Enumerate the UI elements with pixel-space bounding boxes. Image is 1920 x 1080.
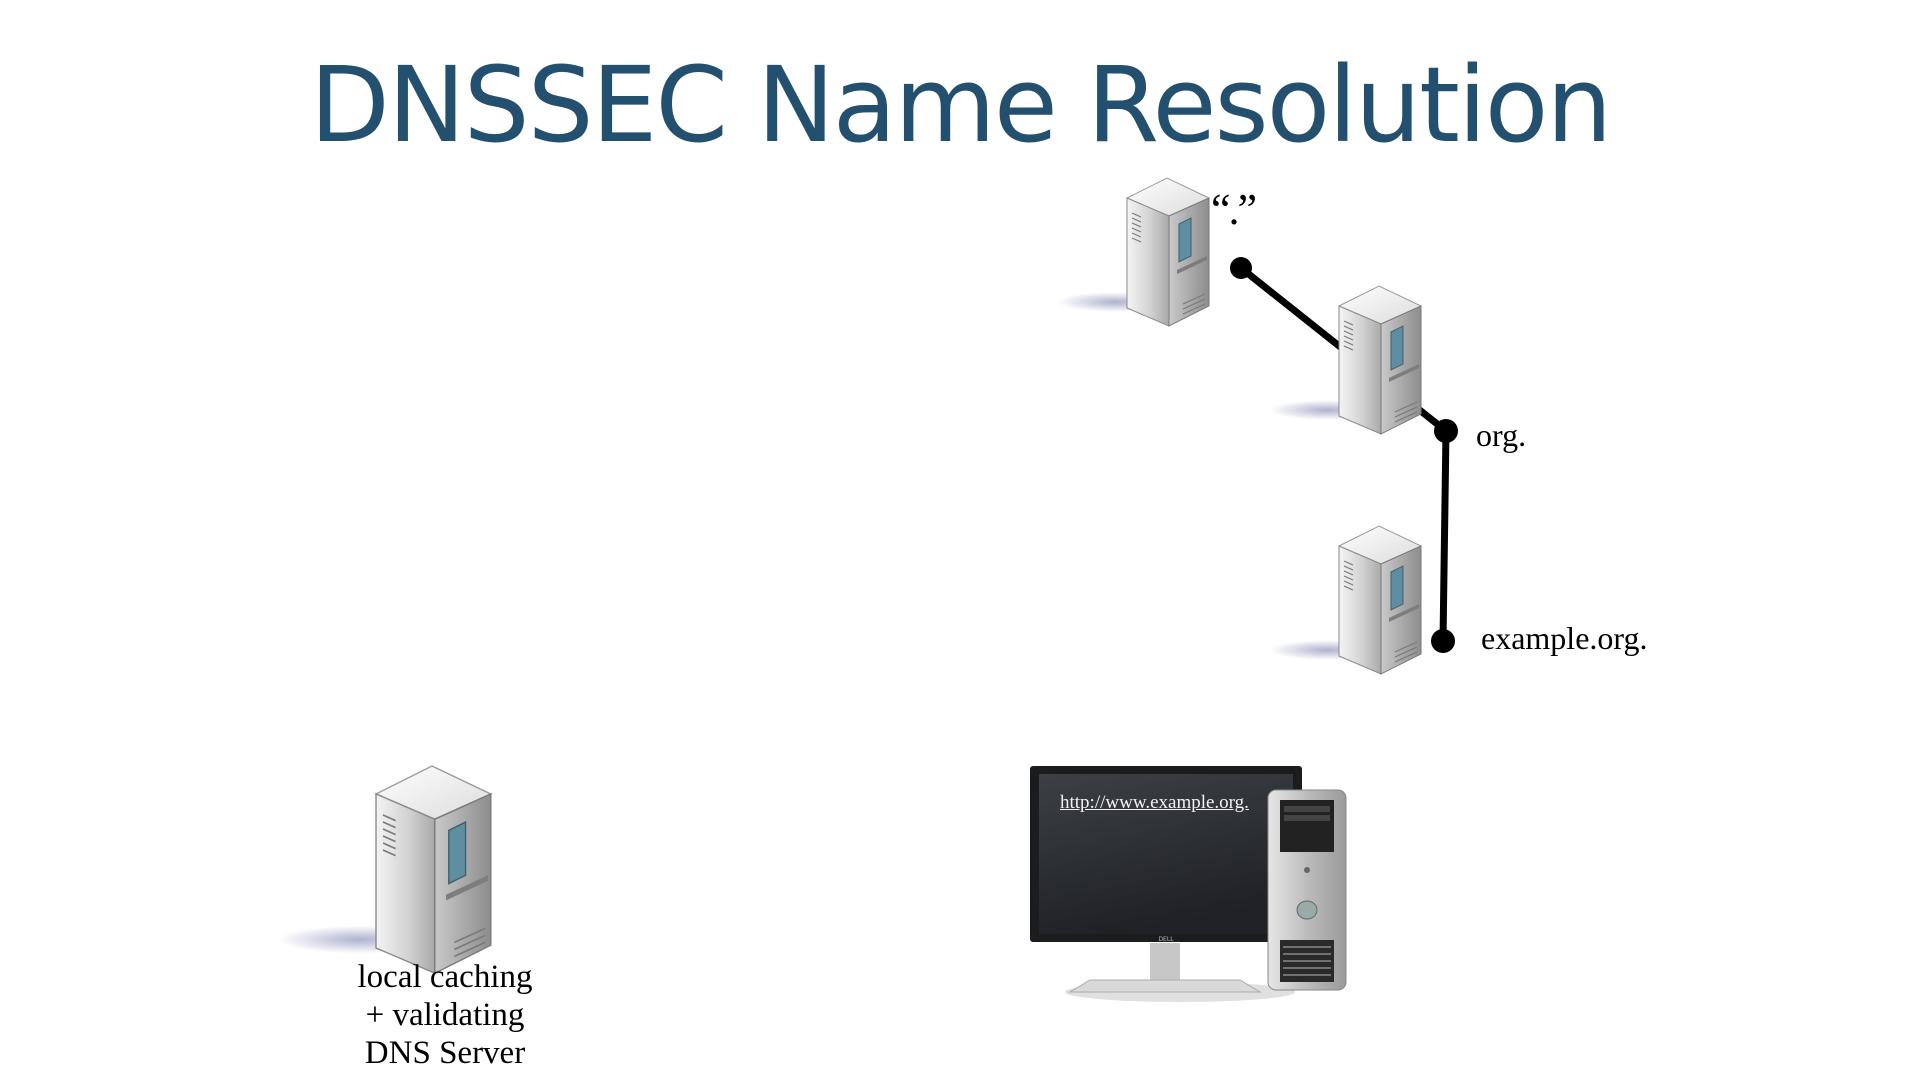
local-dns-label-line: local caching (357, 959, 533, 995)
client-workstation: DELL (1030, 766, 1347, 1002)
root-dot (1230, 257, 1252, 279)
local-dns-label: local caching + validating DNS Server (300, 958, 590, 1072)
local-dns-server (277, 765, 492, 975)
org-zone-label: org. (1476, 417, 1527, 453)
local-dns-label-line: DNS Server (364, 1035, 526, 1071)
link-org-example (1439, 427, 1450, 645)
monitor-screen (1039, 774, 1293, 934)
example-dot (1431, 629, 1455, 653)
local-dns-label-line: + validating (365, 997, 525, 1033)
monitor-neck (1150, 943, 1180, 983)
page-title: DNSSEC Name Resolution (309, 44, 1613, 166)
monitor-base (1068, 979, 1262, 993)
example-zone-label: example.org. (1481, 620, 1648, 656)
screen-url: http://www.example.org. (1060, 792, 1249, 813)
monitor-brand: DELL (1158, 936, 1174, 943)
root-server (1056, 177, 1210, 327)
root-zone-label: “.” (1211, 185, 1257, 234)
org-dot (1434, 419, 1458, 443)
example-server (1268, 525, 1422, 675)
